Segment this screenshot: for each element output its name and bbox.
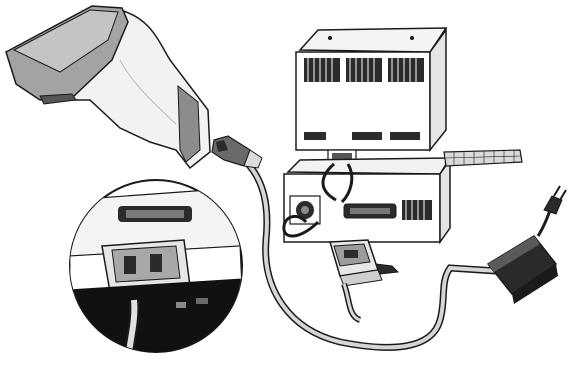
computer-terminal xyxy=(282,27,452,245)
monitor-vents xyxy=(304,58,424,140)
monitor-top xyxy=(298,27,448,53)
scanner-grip-band xyxy=(177,84,201,163)
base-unit-top xyxy=(286,157,452,175)
db25-connector xyxy=(329,239,400,323)
rj-plug xyxy=(211,135,251,167)
monitor-side xyxy=(429,27,447,153)
base-unit-side xyxy=(439,157,451,245)
barcode-scanner xyxy=(5,5,211,170)
keyboard xyxy=(443,149,523,167)
scanner-cable xyxy=(211,135,516,351)
power-plug xyxy=(543,185,567,215)
scanner-window xyxy=(39,93,77,105)
detail-callout xyxy=(69,179,243,353)
power-adapter xyxy=(486,205,558,304)
scanner-head-top xyxy=(12,9,119,73)
